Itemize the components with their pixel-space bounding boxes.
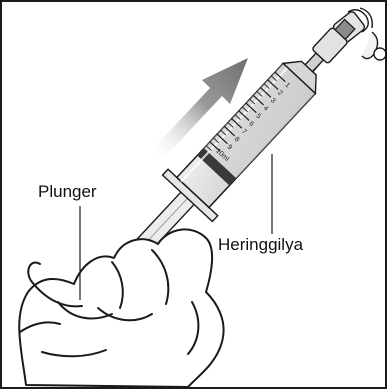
plunger-label: Plunger	[38, 183, 97, 200]
barrel-label: Heringgilya	[218, 236, 303, 253]
hand	[19, 229, 223, 387]
barrel	[177, 63, 316, 207]
